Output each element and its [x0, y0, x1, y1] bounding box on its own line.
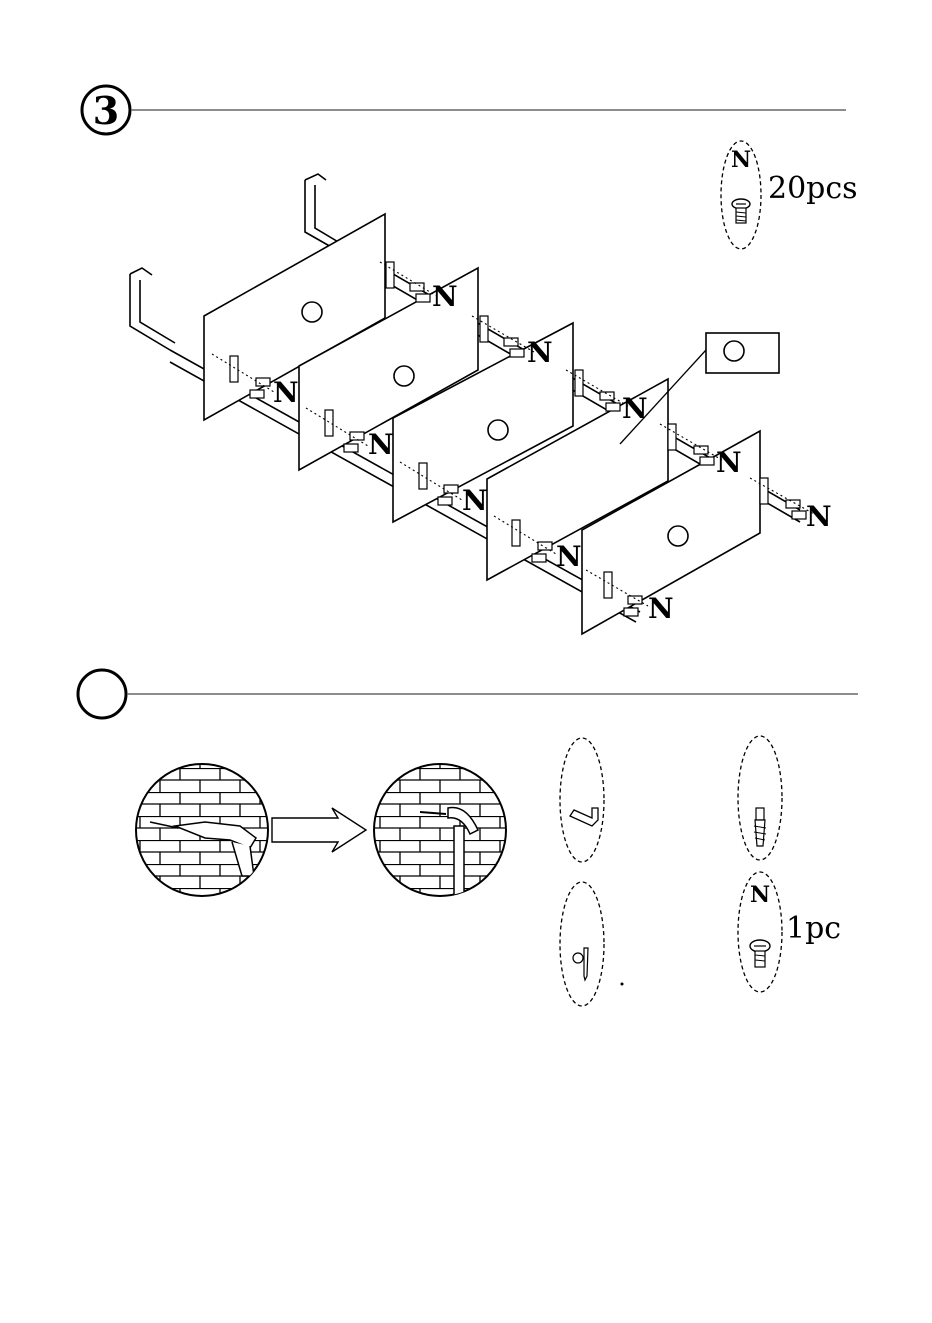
n-callout: N: [273, 376, 299, 409]
hardware-n-small-quantity: 1pc: [786, 911, 841, 946]
n-callout: N: [556, 540, 582, 573]
step-4-header: [78, 670, 858, 718]
step-3-header: 3: [82, 86, 846, 134]
drill-illustration: [130, 760, 280, 900]
n-callout: N: [716, 446, 742, 479]
n-callout: N: [806, 500, 832, 533]
hardware-bracket-callout: [560, 738, 604, 862]
panel-5-marker: [668, 526, 688, 546]
n-callout: N: [527, 336, 553, 369]
n-callout: N: [648, 592, 674, 625]
panel-2-marker: [394, 366, 414, 386]
hardware-n-letter: N: [731, 147, 751, 173]
screw-icon: [750, 940, 770, 967]
wall-anchor-icon: [754, 808, 766, 846]
callout-box-marker: [724, 341, 744, 361]
panel-3-marker: [488, 420, 508, 440]
l-bracket-icon: [570, 808, 598, 826]
n-callout: N: [368, 428, 394, 461]
arrow-icon: [272, 808, 366, 852]
screw-icon: [732, 199, 750, 223]
panel-1-marker: [302, 302, 322, 322]
hammer-illustration: [370, 760, 520, 900]
n-callout: N: [622, 392, 648, 425]
hardware-n-small-callout: N 1pc: [738, 872, 841, 992]
hardware-n-small-letter: N: [750, 882, 770, 908]
hardware-anchor-callout: [738, 736, 782, 860]
shelf-assembly: [130, 174, 814, 634]
n-callout: N: [432, 280, 458, 313]
hardware-n-quantity: 20pcs: [768, 171, 858, 206]
wall-hook-front: [130, 274, 175, 350]
wood-screw-icon: [573, 948, 588, 980]
hardware-n-callout: N 20pcs: [721, 141, 858, 249]
step-3-number: 3: [93, 88, 119, 133]
step-4-circle: [78, 670, 126, 718]
n-callout: N: [462, 484, 488, 517]
hardware-screw-callout: [560, 882, 624, 1006]
